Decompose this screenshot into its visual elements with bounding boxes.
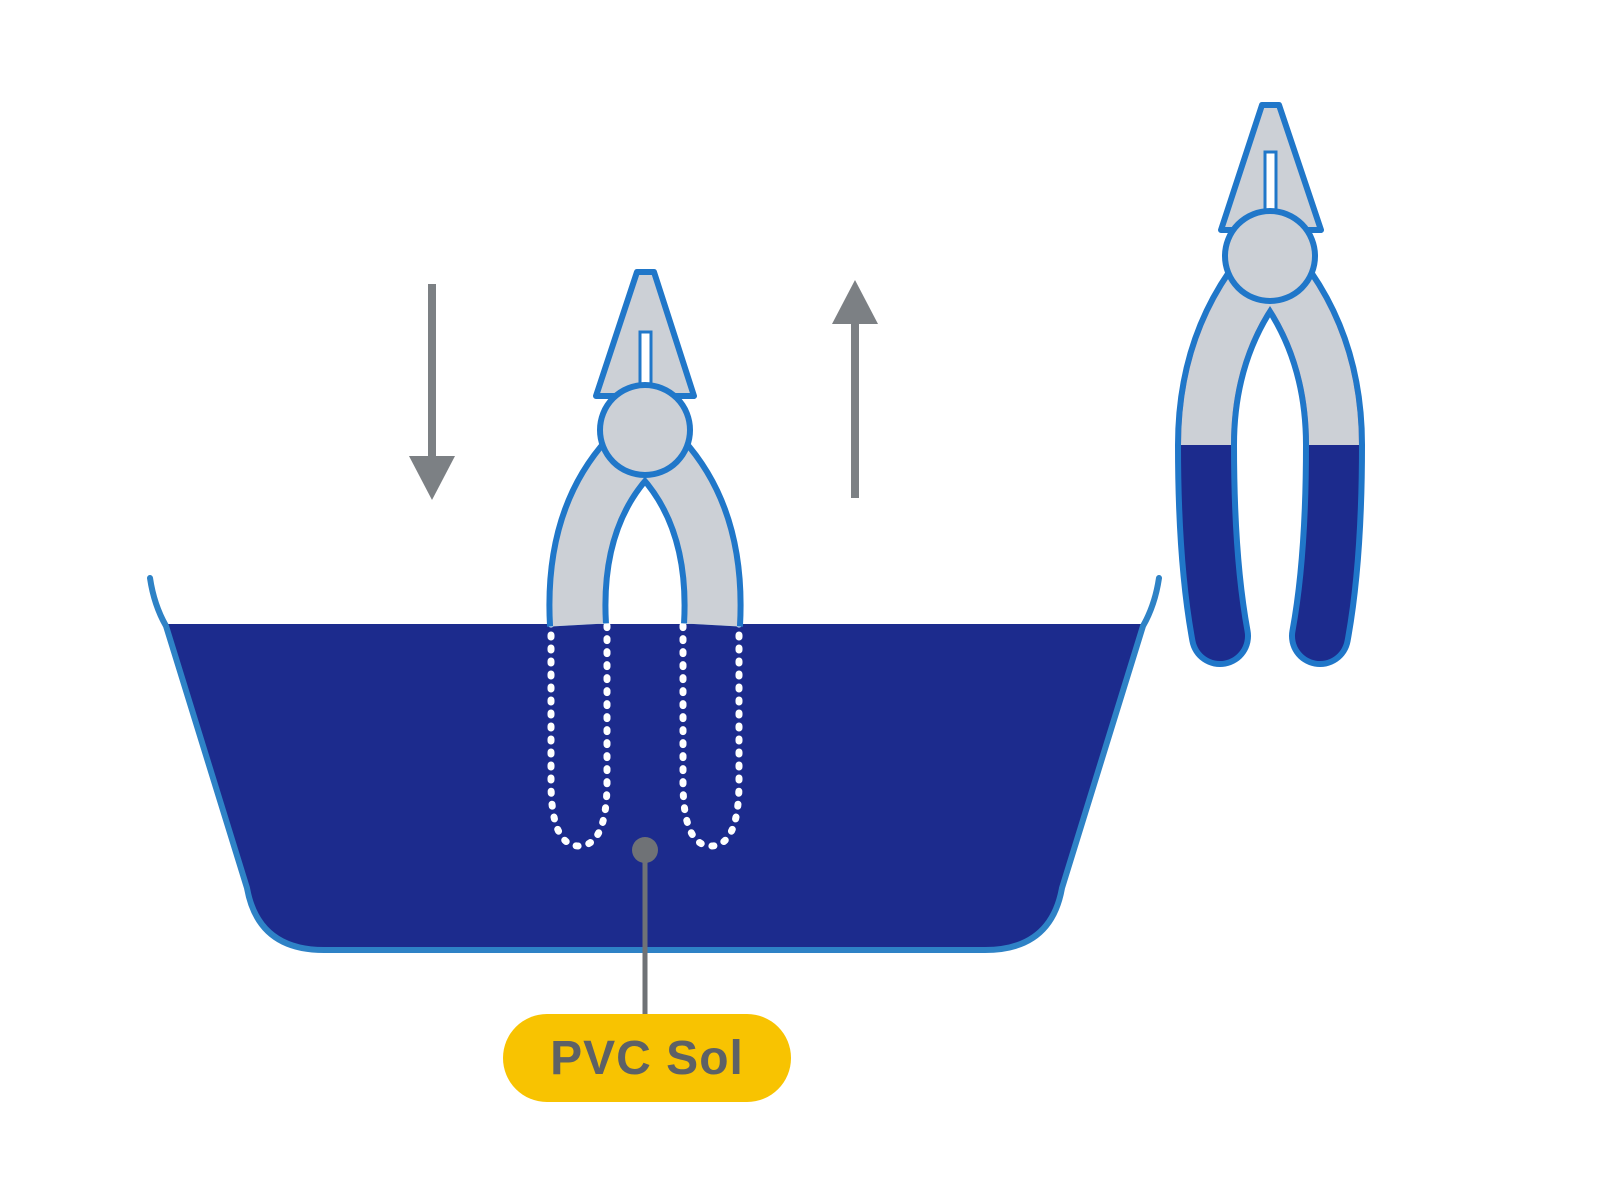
dipping-handle-left bbox=[552, 441, 647, 627]
pliers-coated-icon bbox=[1174, 102, 1366, 667]
label-pointer bbox=[632, 837, 658, 1018]
coated-handle-left-upper bbox=[1181, 273, 1273, 446]
pvc-sol-label-text: PVC Sol bbox=[550, 1031, 744, 1085]
pvc-sol-liquid bbox=[165, 624, 1144, 948]
down-arrow-head bbox=[409, 456, 455, 500]
pvc-sol-bath bbox=[147, 575, 1162, 953]
submerged-handle-right bbox=[679, 618, 743, 850]
submerged-handles-dotted bbox=[547, 618, 743, 850]
up-arrow-icon bbox=[832, 280, 878, 498]
up-arrow-head bbox=[832, 280, 878, 324]
pliers-dipping-icon bbox=[546, 269, 744, 627]
label-pointer-dot bbox=[632, 837, 658, 863]
dipping-handle-right bbox=[643, 441, 738, 627]
coated-handle-right-upper bbox=[1267, 273, 1359, 446]
coated-pliers-pivot bbox=[1222, 208, 1318, 304]
down-arrow-icon bbox=[409, 284, 455, 500]
dipping-pliers-pivot bbox=[597, 382, 693, 478]
pvc-sol-label: PVC Sol bbox=[503, 1014, 791, 1102]
submerged-handle-left bbox=[547, 618, 611, 850]
bath-outline bbox=[147, 575, 1162, 953]
